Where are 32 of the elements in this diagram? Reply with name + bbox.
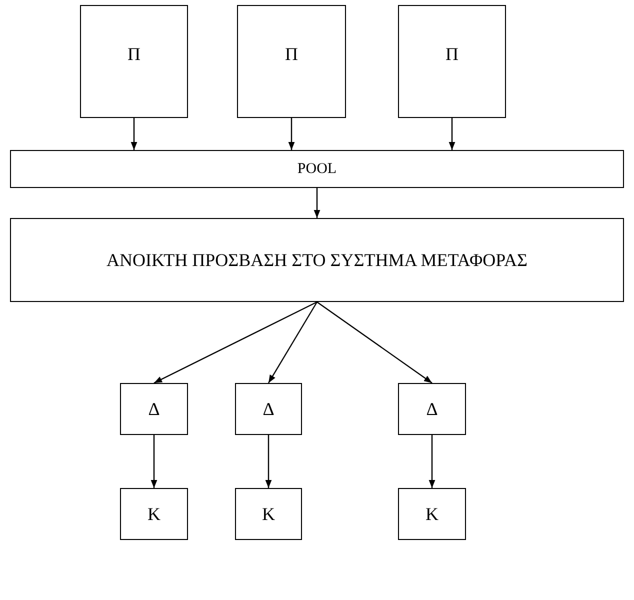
process-box [237,5,346,118]
arrow [448,118,456,150]
process-box [120,488,188,540]
arrow [316,302,432,384]
process-box [10,218,624,302]
arrow [268,302,318,384]
arrow [265,435,272,488]
box-label: Δ [148,398,160,421]
box-label: Δ [426,398,438,421]
process-box [398,5,506,118]
box-label: Π [285,43,298,66]
box-label: Δ [262,398,274,421]
box-label: Π [446,43,458,66]
box-label: Π [128,43,140,66]
box-label: Κ [148,502,160,526]
process-box [235,383,302,435]
process-box [10,150,624,188]
arrow [130,118,138,150]
process-box [398,488,466,540]
process-box [235,488,302,540]
arrow [288,118,295,150]
box-label: POOL [297,160,337,179]
box-label: Κ [426,502,438,526]
box-label: Κ [262,502,275,526]
arrow [428,435,436,488]
arrow [150,435,158,488]
process-box [398,383,466,435]
arrow [154,301,318,384]
box-label: ΑΝΟΙΚΤΗ ΠΡΟΣΒΑΣΗ ΣΤΟ ΣΥΣΤΗΜΑ ΜΕΤΑΦΟΡΑΣ [106,248,528,272]
arrow [314,188,320,218]
process-box [120,383,188,435]
process-box [80,5,188,118]
